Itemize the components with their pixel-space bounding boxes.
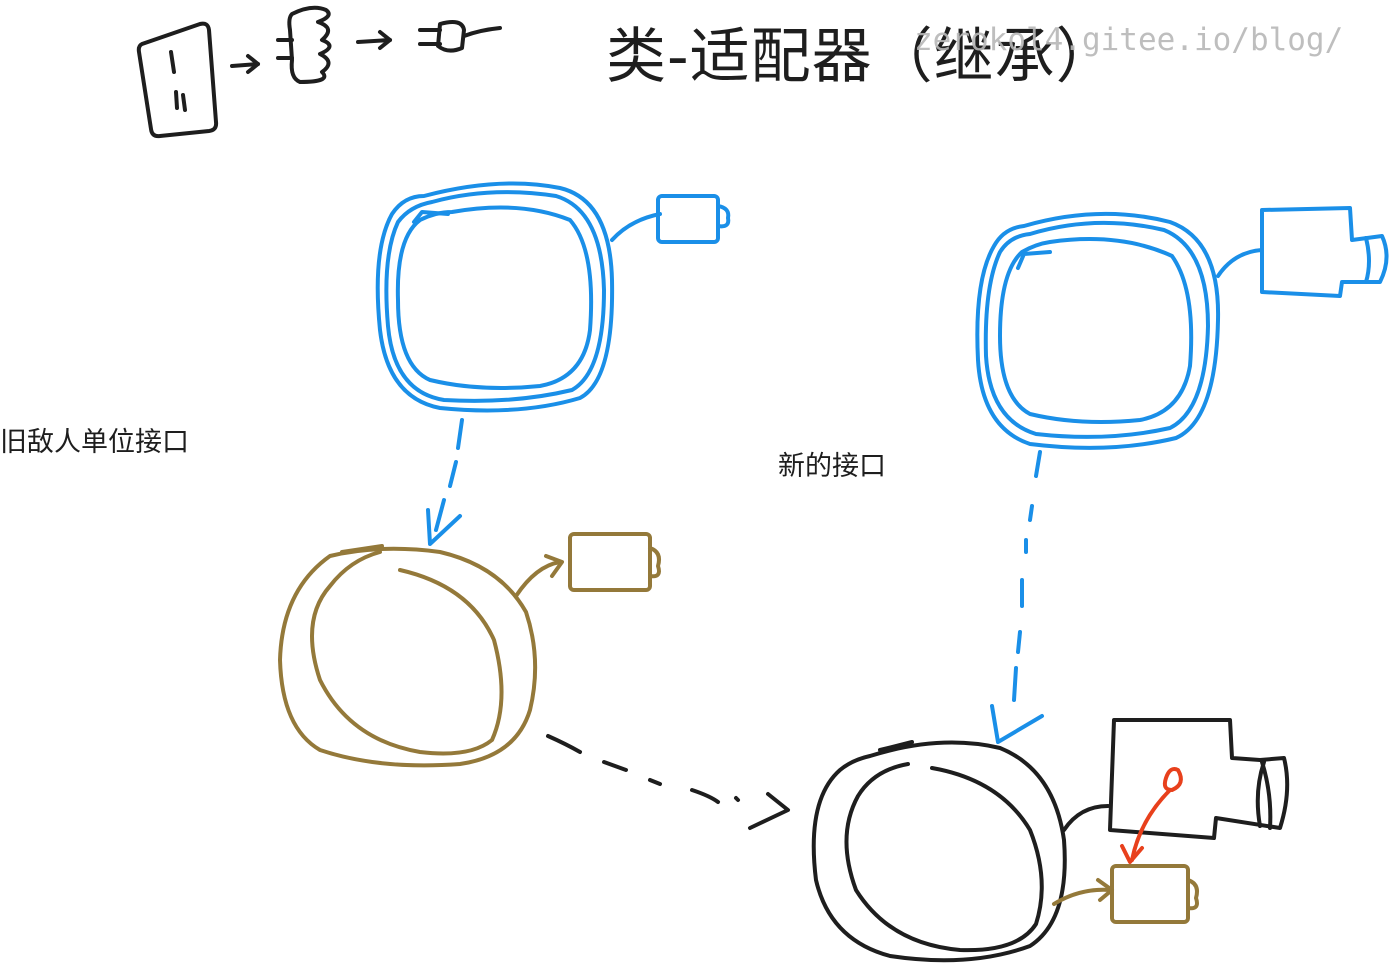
adapter-shape bbox=[811, 718, 1290, 963]
watermark-text: zerokol4.gitee.io/blog/ bbox=[914, 22, 1344, 58]
adapter-internal-adaptee bbox=[1052, 864, 1199, 924]
arrow-right-icon-2 bbox=[356, 30, 392, 50]
arrow-right-icon bbox=[230, 54, 260, 74]
page-title: 类-适配器（继承） bbox=[606, 22, 1117, 92]
adapter-icon bbox=[276, 5, 332, 84]
adaptee-to-adapter-dashed-arrow bbox=[546, 734, 790, 830]
old-to-adaptee-dashed-arrow bbox=[426, 418, 464, 546]
old-interface-label: 旧敌人单位接口 bbox=[0, 427, 189, 458]
delegation-arrow bbox=[1120, 767, 1183, 864]
old-interface-shape bbox=[375, 181, 731, 413]
new-to-adapter-dashed-arrow bbox=[990, 450, 1044, 744]
new-interface-shape bbox=[975, 206, 1389, 450]
socket-icon bbox=[136, 21, 219, 139]
plug-icon bbox=[418, 20, 502, 53]
adaptee-shape bbox=[278, 532, 661, 768]
new-interface-label: 新的接口 bbox=[778, 451, 886, 482]
